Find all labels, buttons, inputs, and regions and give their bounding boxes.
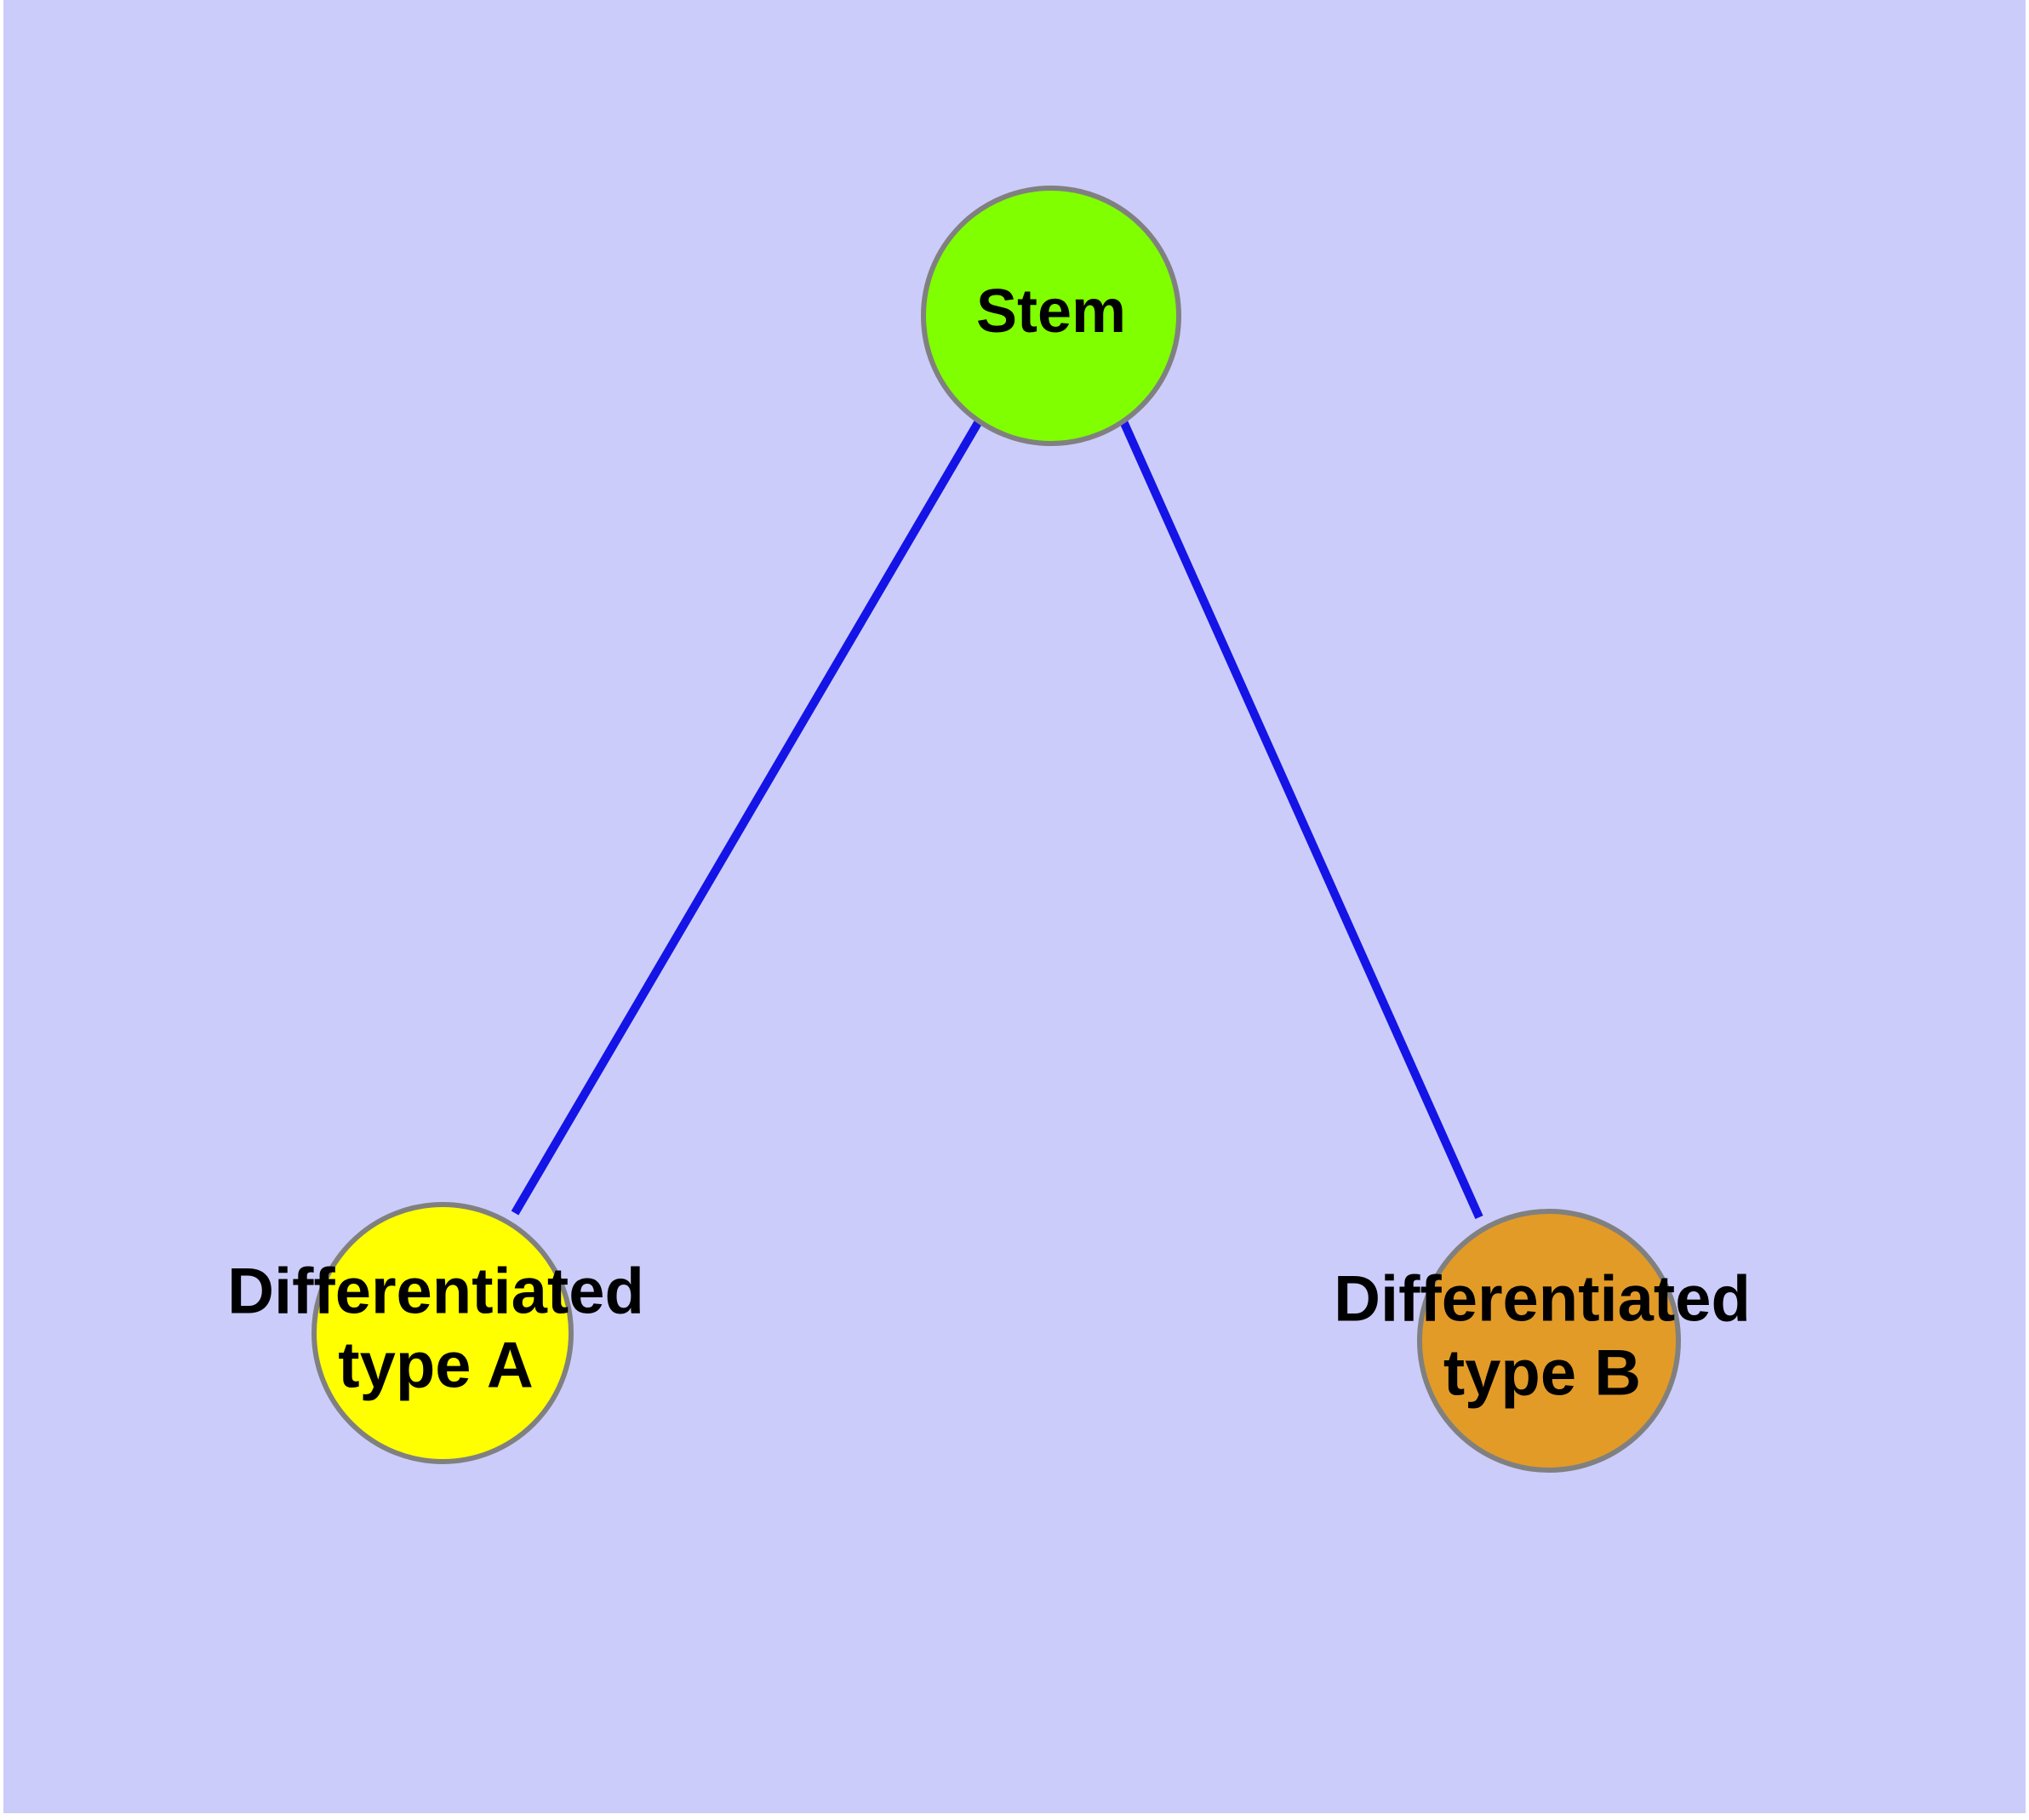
edge-stem-to-diff-a[interactable] [511, 419, 983, 1216]
node-diff-b-circle[interactable] [1417, 1209, 1681, 1473]
node-stem[interactable] [921, 186, 1181, 446]
node-diff-a[interactable] [311, 1202, 574, 1464]
edges-layer [511, 419, 1483, 1220]
node-diff-a-circle[interactable] [311, 1202, 574, 1464]
node-stem-circle[interactable] [921, 186, 1181, 446]
edge-stem-to-diff-b[interactable] [1119, 419, 1483, 1220]
node-diff-b[interactable] [1417, 1209, 1681, 1473]
node-stem-label: Stem [976, 278, 1126, 346]
nodes-layer [311, 186, 1681, 1473]
